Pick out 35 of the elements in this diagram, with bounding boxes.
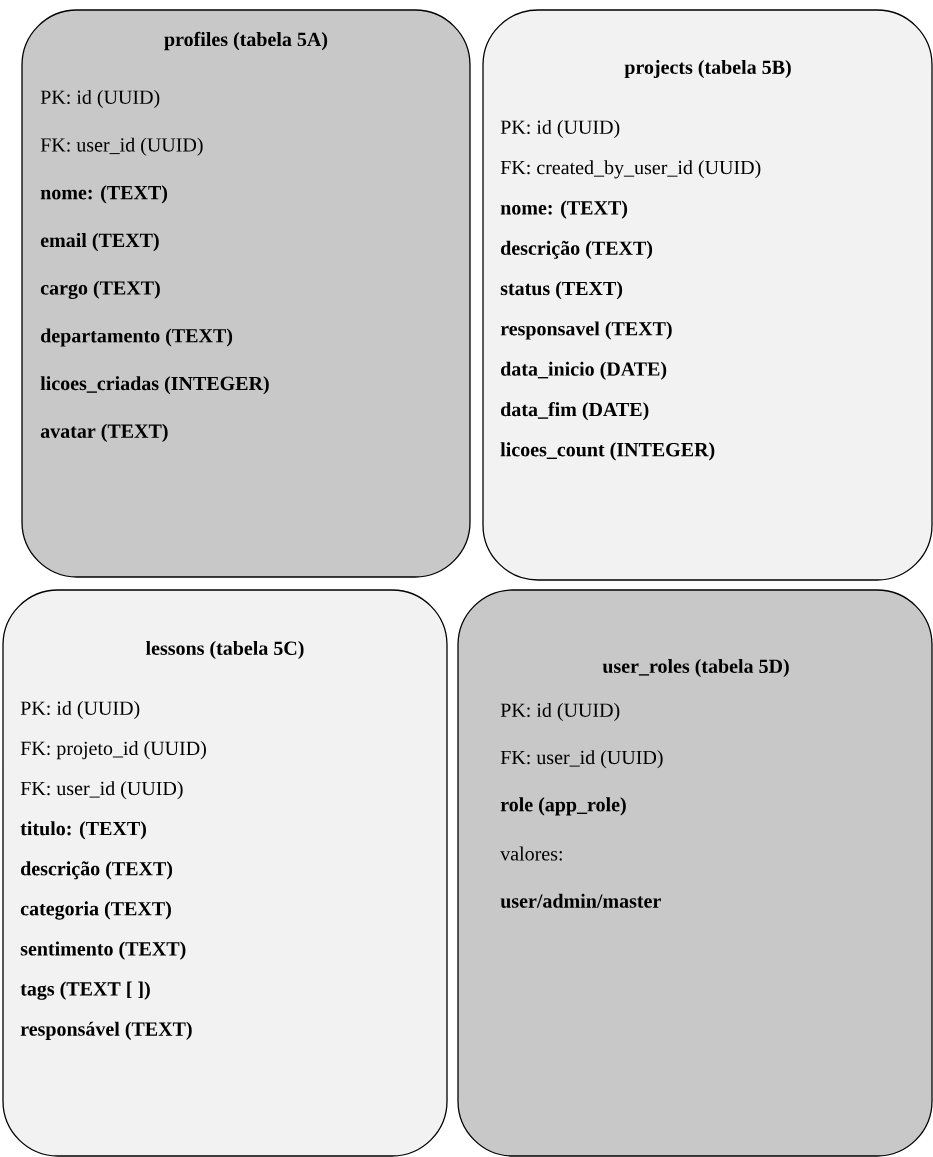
field-line: responsavel (TEXT) bbox=[500, 321, 672, 340]
field-line: tags (TEXT [ ]) bbox=[20, 981, 150, 1000]
field-line: FK: user_id (UUID) bbox=[40, 137, 203, 156]
field-line: licoes_criadas (INTEGER) bbox=[40, 376, 269, 395]
field-line: user/admin/master bbox=[500, 893, 661, 908]
field-line: categoria (TEXT) bbox=[20, 901, 171, 920]
field-line: data_fim (DATE) bbox=[501, 401, 649, 421]
field-line: FK: projeto_id (UUID) bbox=[20, 741, 206, 760]
table-title: lessons (tabela 5C) bbox=[145, 640, 304, 660]
field-line: PK: id (UUID) bbox=[500, 119, 620, 139]
field-line: email (TEXT) bbox=[40, 233, 159, 252]
field-line: status (TEXT) bbox=[500, 281, 623, 300]
field-line: descrição (TEXT) bbox=[501, 240, 653, 259]
field-line: departamento (TEXT) bbox=[41, 328, 233, 347]
field-line: nome: (TEXT) bbox=[40, 185, 168, 204]
field-line: avatar (TEXT) bbox=[40, 423, 168, 442]
table-title: user_roles (tabela 5D) bbox=[602, 658, 789, 678]
field-line: cargo (TEXT) bbox=[40, 280, 160, 299]
field-line: sentimento (TEXT) bbox=[20, 941, 186, 960]
field-line: FK: user_id (UUID) bbox=[500, 750, 663, 769]
field-line: PK: id (UUID) bbox=[40, 89, 160, 109]
field-line: descrição (TEXT) bbox=[21, 861, 173, 880]
field-line: PK: id (UUID) bbox=[500, 702, 620, 722]
table-title: profiles (tabela 5A) bbox=[164, 31, 328, 51]
field-line: nome: (TEXT) bbox=[500, 200, 628, 219]
field-line: PK: id (UUID) bbox=[20, 700, 140, 720]
field-line: responsável (TEXT) bbox=[20, 1021, 192, 1040]
field-line: valores: bbox=[500, 846, 562, 861]
field-line: titulo: (TEXT) bbox=[20, 821, 146, 840]
field-line: FK: created_by_user_id (UUID) bbox=[500, 160, 761, 179]
table-title: projects (tabela 5B) bbox=[624, 59, 791, 79]
field-line: FK: user_id (UUID) bbox=[20, 781, 183, 800]
field-line: data_inicio (DATE) bbox=[501, 361, 667, 380]
field-line: role (app_role) bbox=[500, 797, 626, 816]
field-line: licoes_count (INTEGER) bbox=[500, 442, 715, 461]
